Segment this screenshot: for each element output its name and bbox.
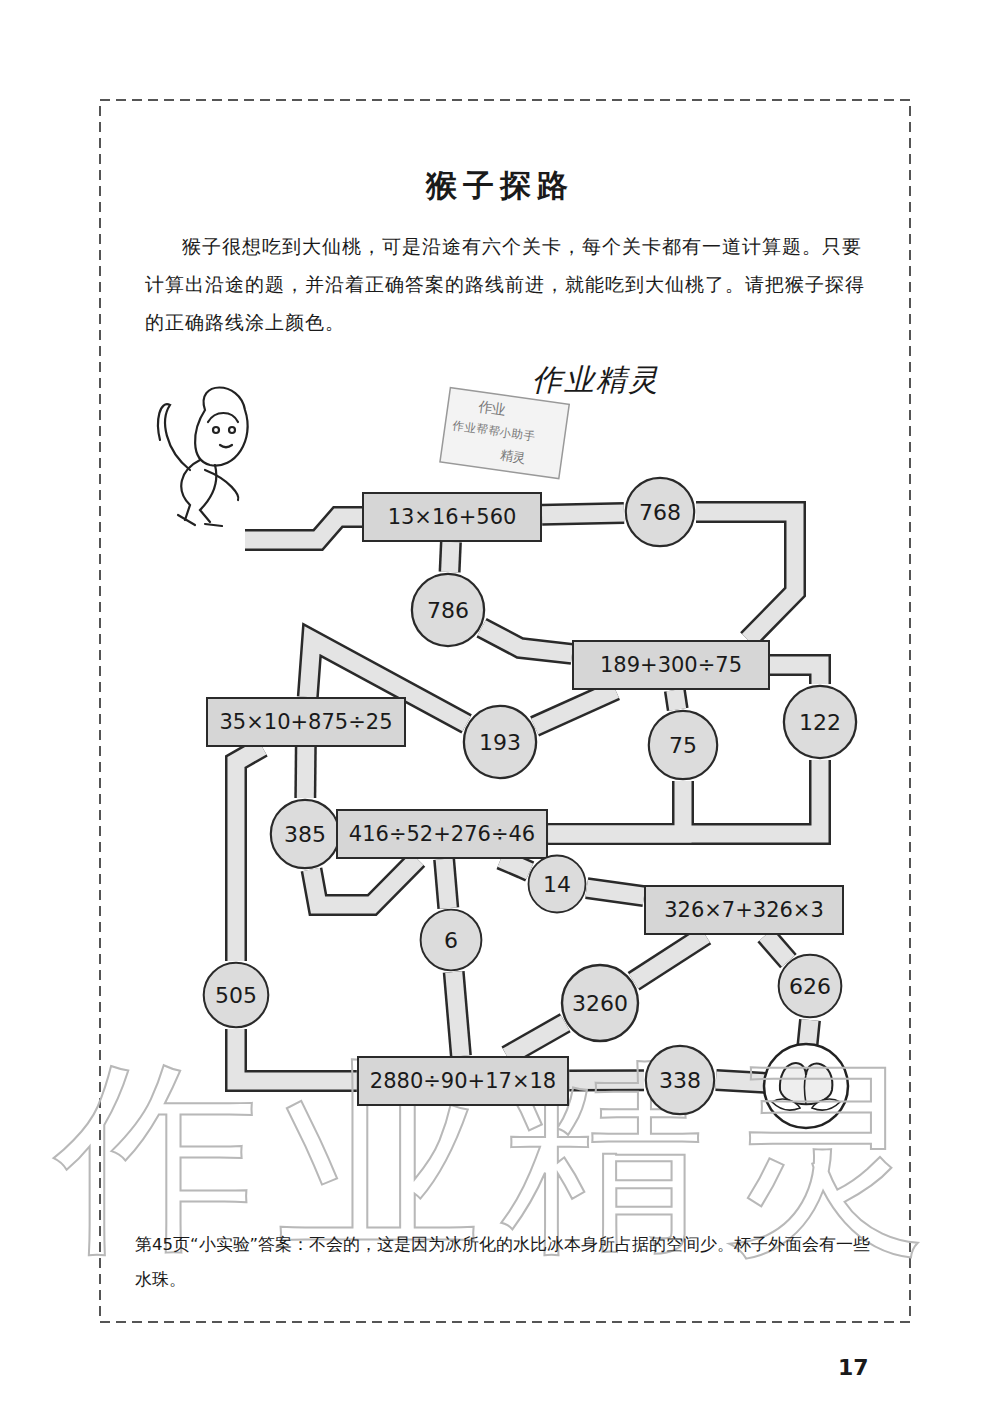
path-band — [450, 542, 451, 572]
answer-circle: 505 — [202, 961, 270, 1029]
band-fill — [535, 690, 616, 726]
band-fill — [312, 859, 418, 905]
path-band — [675, 690, 678, 709]
band-outline — [454, 972, 461, 1056]
band-outline — [312, 859, 418, 905]
band-outline — [450, 542, 451, 572]
problem-box: 416÷52+276÷46 — [336, 809, 548, 859]
band-fill — [450, 542, 451, 572]
stamp-text: 作业 — [477, 398, 507, 420]
page-title: 猴子探路 — [0, 165, 1000, 207]
answer-number: 626 — [789, 974, 831, 999]
answer-number: 14 — [543, 872, 571, 897]
page-number: 17 — [838, 1355, 869, 1380]
problem-box: 326×7+326×3 — [644, 885, 844, 935]
band-fill — [675, 690, 678, 709]
band-outline — [236, 747, 262, 961]
answer-number: 338 — [659, 1068, 701, 1093]
answer-number: 768 — [639, 500, 681, 525]
answer-circle: 626 — [777, 953, 843, 1019]
answer-number: 3260 — [572, 991, 628, 1016]
path-band — [770, 665, 820, 684]
path-band — [482, 628, 572, 654]
band-outline — [675, 690, 678, 709]
band-fill — [542, 513, 624, 515]
band-outline — [535, 690, 616, 726]
band-fill — [634, 935, 706, 981]
answer-number: 75 — [669, 733, 697, 758]
intro-text: 猴子很想吃到大仙桃，可是沿途有六个关卡，每个关卡都有一道计算题。只要计算出沿途的… — [145, 228, 880, 342]
path-band — [507, 1023, 565, 1056]
path-band — [444, 859, 448, 908]
answer-number: 193 — [479, 730, 521, 755]
band-fill — [507, 1023, 565, 1056]
band-outline — [587, 888, 644, 896]
answer-circle: 14 — [527, 854, 587, 914]
expression: 189+300÷75 — [600, 653, 742, 677]
path-band — [501, 859, 530, 872]
answer-circle: 122 — [782, 684, 858, 760]
band-outline — [770, 665, 820, 684]
band-fill — [587, 888, 644, 896]
path-band — [236, 747, 262, 961]
expression: 35×10+875÷25 — [219, 710, 392, 734]
band-fill — [236, 747, 262, 961]
path-band — [696, 512, 795, 640]
problem-box: 2880÷90+17×18 — [357, 1056, 569, 1106]
path-band — [634, 935, 706, 981]
problem-box: 189+300÷75 — [572, 640, 770, 690]
band-outline — [634, 935, 706, 981]
band-outline — [444, 859, 448, 908]
expression: 13×16+560 — [388, 505, 517, 529]
answer-circle: 385 — [269, 798, 341, 870]
answer-circle: 75 — [647, 709, 719, 781]
answer-circle: 768 — [624, 476, 696, 548]
band-outline — [766, 935, 789, 961]
path-band — [587, 888, 644, 896]
band-outline — [482, 628, 572, 654]
answer-circle: 3260 — [560, 963, 640, 1043]
stamp-text: 精灵 — [499, 446, 527, 467]
answer-number: 505 — [215, 983, 257, 1008]
band-outline — [294, 747, 317, 798]
path-band — [454, 972, 461, 1056]
expression: 416÷52+276÷46 — [349, 822, 535, 846]
answer-number: 6 — [444, 928, 458, 953]
band-outline — [501, 859, 530, 872]
band-fill — [501, 859, 530, 872]
footnote: 第45页“小实验”答案：不会的，这是因为冰所化的水比冰本身所占据的空间少。杯子外… — [135, 1228, 880, 1297]
answer-number: 786 — [427, 598, 469, 623]
band-fill — [454, 972, 461, 1056]
band-outline — [696, 512, 795, 640]
band-fill — [297, 747, 315, 798]
band-outline — [542, 513, 624, 515]
answer-circle: 193 — [462, 704, 538, 780]
path-band — [535, 690, 616, 726]
expression: 2880÷90+17×18 — [370, 1069, 556, 1093]
answer-circle: 338 — [644, 1044, 716, 1116]
problem-box: 35×10+875÷25 — [206, 697, 405, 747]
path-band — [312, 859, 418, 905]
band-outline — [507, 1023, 565, 1056]
path-band — [766, 935, 789, 961]
problem-box: 13×16+560 — [362, 492, 542, 542]
expression: 326×7+326×3 — [664, 898, 824, 922]
path-band — [305, 747, 307, 798]
band-fill — [770, 665, 820, 684]
answer-number: 385 — [284, 822, 326, 847]
band-fill — [696, 512, 795, 640]
band-fill — [766, 935, 789, 961]
path-band — [542, 513, 624, 515]
handwritten-note: 作业精灵 — [532, 360, 660, 401]
answer-circle: 6 — [419, 908, 483, 972]
answer-number: 122 — [799, 710, 841, 735]
band-fill — [482, 628, 572, 654]
answer-circle: 786 — [410, 572, 486, 648]
band-fill — [444, 859, 448, 908]
